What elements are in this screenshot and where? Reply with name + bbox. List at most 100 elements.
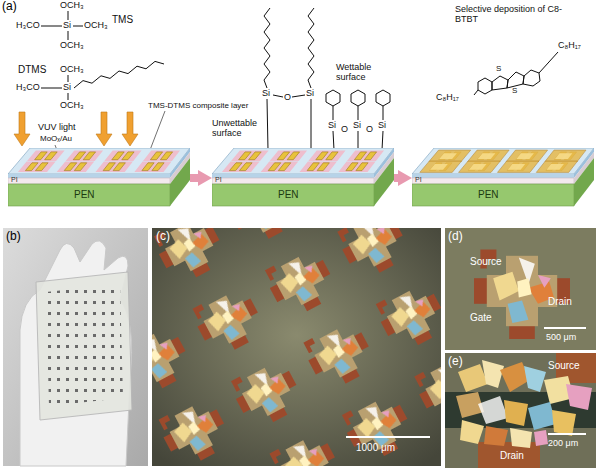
organic-crystal bbox=[469, 164, 487, 170]
chemical-group: OCH₃ bbox=[84, 20, 108, 30]
vuv-arrows bbox=[14, 112, 138, 146]
organic-crystal bbox=[429, 150, 471, 161]
phenyl-groups bbox=[326, 90, 340, 106]
exposed-region bbox=[347, 151, 384, 161]
exposed-region bbox=[104, 151, 141, 161]
tms-structure bbox=[68, 31, 69, 40]
micrograph-channel bbox=[566, 384, 592, 410]
btbt-molecule bbox=[523, 70, 540, 86]
electrode bbox=[316, 152, 328, 160]
chemical-group: C₈H₁₇ bbox=[436, 92, 459, 102]
organic-crystal bbox=[420, 161, 462, 172]
substrate-top bbox=[212, 148, 394, 174]
micrograph-device bbox=[445, 228, 596, 350]
dtms-structure bbox=[68, 93, 69, 100]
tms-structure bbox=[68, 11, 69, 20]
organic-crystal bbox=[439, 153, 457, 159]
electrode bbox=[356, 163, 368, 171]
electrode bbox=[239, 163, 252, 171]
terminal-label: Drain bbox=[548, 296, 572, 308]
phenyl-groups bbox=[351, 90, 365, 106]
atom-label: Si bbox=[63, 82, 71, 92]
micrograph-device bbox=[445, 228, 596, 350]
organic-crystal bbox=[506, 150, 547, 161]
pen-side bbox=[574, 158, 594, 206]
dtms-structure bbox=[68, 75, 69, 82]
leader-lines bbox=[150, 111, 165, 150]
vuv-arrows bbox=[122, 112, 138, 146]
dtms-structure bbox=[74, 61, 164, 88]
electrode bbox=[152, 163, 164, 171]
micrograph-channel bbox=[504, 400, 528, 426]
electrode bbox=[122, 152, 134, 160]
terminal-label: Source bbox=[548, 360, 580, 372]
pen-layer bbox=[212, 184, 374, 206]
atom-label: O bbox=[366, 124, 373, 134]
chemical-group: H₃CO bbox=[16, 82, 40, 92]
organic-crystal bbox=[498, 161, 539, 172]
pen-layer bbox=[8, 184, 170, 206]
micrograph-channel bbox=[484, 426, 508, 446]
exposed-region bbox=[18, 162, 56, 172]
phenyl-groups bbox=[333, 131, 334, 150]
alkyl-chains bbox=[308, 8, 314, 88]
process-arrow bbox=[394, 174, 398, 182]
alkyl-chains bbox=[267, 99, 268, 150]
electrode bbox=[142, 163, 154, 171]
chemical-group: H₃CO bbox=[16, 20, 40, 30]
exposed-region bbox=[222, 162, 260, 172]
chemical-group: OCH₃ bbox=[60, 40, 84, 50]
organic-crystal bbox=[536, 161, 577, 172]
organic-crystal bbox=[430, 164, 448, 170]
exposed-region bbox=[96, 162, 133, 172]
layer-stack: PI PEN bbox=[212, 148, 394, 208]
phenyl-groups bbox=[358, 131, 359, 150]
layer-label: PEN bbox=[278, 189, 299, 201]
btbt-molecule bbox=[507, 72, 524, 88]
process-arrow bbox=[190, 174, 198, 182]
stack-outline bbox=[412, 148, 594, 208]
layer-label: PEN bbox=[74, 189, 95, 201]
photo-flexible-array bbox=[46, 284, 123, 406]
micrograph-array bbox=[152, 228, 441, 466]
micrograph-channel bbox=[445, 353, 596, 468]
organic-crystal bbox=[545, 150, 586, 161]
layer-callout: TMS-DTMS composite layer bbox=[148, 101, 248, 110]
micrograph-array bbox=[346, 436, 430, 438]
terminal-label: Drain bbox=[500, 450, 524, 462]
panel-letter: (a) bbox=[2, 0, 17, 14]
panel-letter: (e) bbox=[448, 355, 463, 369]
electrode bbox=[45, 152, 58, 160]
compound-name: DTMS bbox=[18, 64, 46, 76]
organic-crystal bbox=[516, 153, 534, 159]
micrograph-channel bbox=[482, 360, 504, 388]
electrode bbox=[113, 163, 125, 171]
micrograph-channel bbox=[510, 428, 532, 448]
micrograph-channel bbox=[445, 353, 596, 468]
photo-flexible-array bbox=[20, 241, 132, 466]
surface-label: Unwettable surface bbox=[212, 118, 266, 139]
layer-stack: PIPEN bbox=[412, 148, 594, 208]
chemical-group: OCH₃ bbox=[60, 0, 84, 10]
electrode bbox=[354, 152, 366, 160]
electrode bbox=[364, 152, 376, 160]
exposed-region bbox=[143, 151, 180, 161]
pi-layer bbox=[8, 178, 170, 184]
exposed-region bbox=[231, 151, 269, 161]
layer-stack: PIPEN bbox=[8, 148, 190, 208]
exposed-region bbox=[57, 162, 94, 172]
electrode bbox=[317, 163, 329, 171]
layer-label: PI bbox=[415, 176, 422, 184]
light-label: VUV light bbox=[38, 122, 76, 132]
electrode bbox=[35, 163, 48, 171]
atom-label: Si bbox=[306, 88, 314, 98]
micrograph-channel bbox=[478, 442, 540, 468]
exposed-region bbox=[270, 151, 307, 161]
layer-label: PI bbox=[215, 176, 222, 184]
organic-crystal bbox=[555, 153, 572, 159]
organic-crystal bbox=[508, 164, 526, 170]
organic-crystal bbox=[459, 161, 501, 172]
pi-layer bbox=[212, 178, 374, 184]
atom-label: Si bbox=[353, 120, 361, 130]
